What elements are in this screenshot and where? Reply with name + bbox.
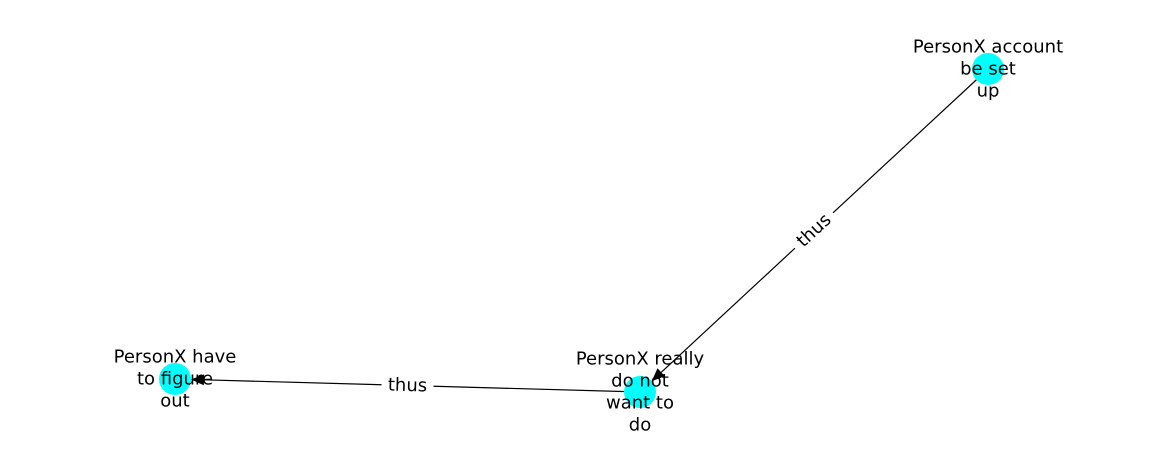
node-label-line: do not xyxy=(611,371,669,392)
node-label-line: PersonX really xyxy=(576,349,705,370)
node-n3 xyxy=(159,363,191,395)
node-n2 xyxy=(624,376,656,408)
node-label-line: up xyxy=(977,81,1000,102)
node-n1 xyxy=(972,53,1004,85)
edges-layer xyxy=(190,68,989,393)
edge-label: thus xyxy=(388,374,428,396)
edge-label-group: thus xyxy=(381,371,434,400)
edge-label-background xyxy=(381,371,434,400)
node-label-line: PersonX account xyxy=(913,37,1063,58)
edge-arrowhead xyxy=(190,374,205,386)
node-label-line: out xyxy=(160,391,189,412)
nodes-layer xyxy=(159,53,1004,408)
node-label-line: PersonX have xyxy=(114,347,237,368)
node-label-line: do xyxy=(629,415,651,436)
node-label-line: want to xyxy=(606,393,674,414)
node-label-line: to figure xyxy=(137,369,213,390)
node-label-line: be set xyxy=(960,59,1016,80)
edge-arrowhead xyxy=(651,368,665,382)
edge-label-group: thus xyxy=(786,203,842,258)
edge-label-background xyxy=(786,203,842,258)
